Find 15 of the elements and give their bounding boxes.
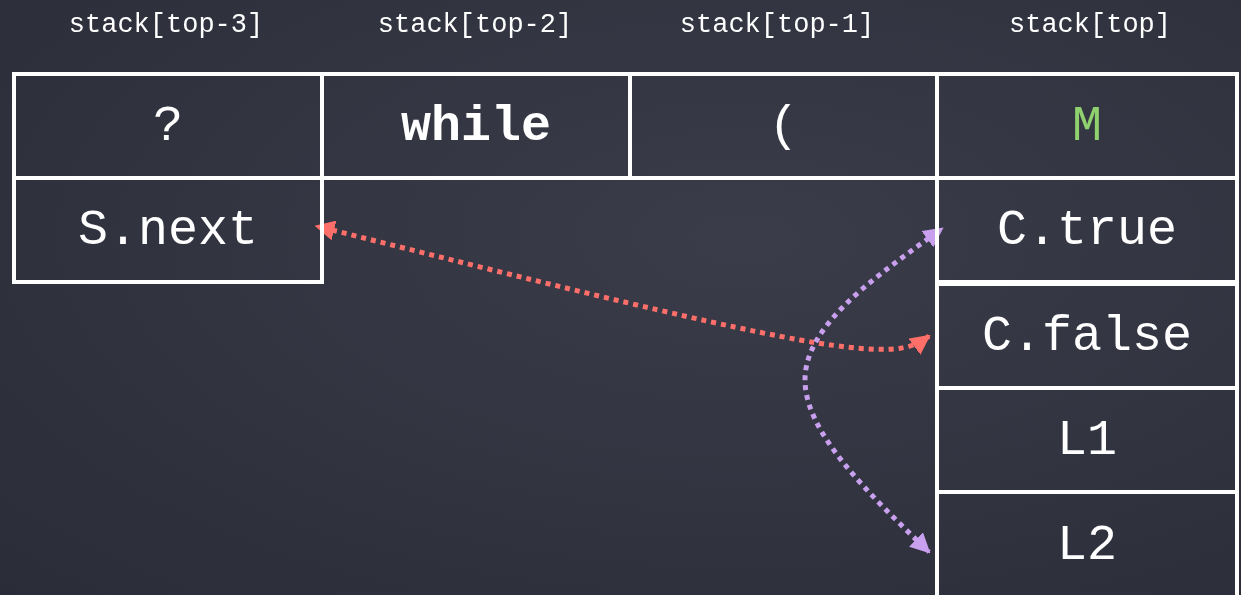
cell-text: ? [153,97,183,155]
cell-text: C.true [997,201,1177,259]
cell-text: M [1072,97,1102,155]
arrow [802,227,944,554]
cell-text: C.false [981,307,1192,365]
cell-text: ( [768,97,799,155]
cell-text: while [401,97,551,155]
column-header: stack[top-2] [376,10,574,40]
cell-text: L1 [1057,411,1117,469]
cell-text: S.next [78,201,258,259]
column-header: stack[top-1] [678,10,876,40]
cell-text: L2 [1057,516,1117,574]
arrow [314,220,931,355]
column-header: stack[top] [1008,10,1172,40]
column-header: stack[top-3] [67,10,265,40]
